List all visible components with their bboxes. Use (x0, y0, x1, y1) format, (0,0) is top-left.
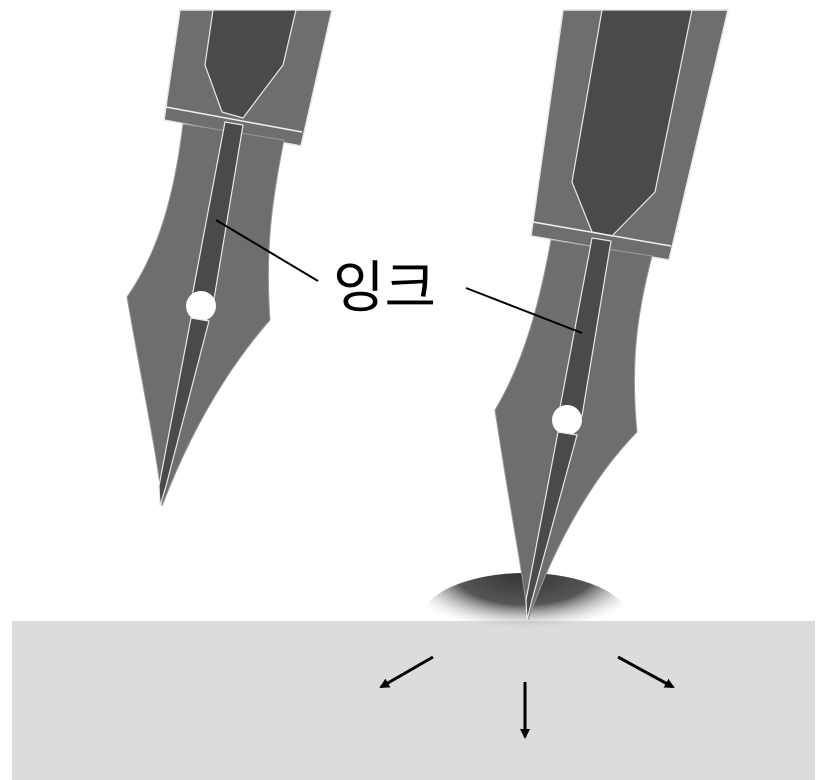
left-pen-barrel-core (204, 9, 297, 119)
left-pen-collar-line (165, 106, 303, 133)
right-pen-collar-line (532, 221, 672, 247)
leader-line-right (465, 287, 583, 334)
arrow-down-right (617, 655, 675, 689)
right-pen (494, 9, 729, 621)
leader-line-left (215, 219, 319, 282)
paper-surface (12, 621, 815, 780)
left-pen (126, 9, 333, 507)
ink-spread-spot (420, 573, 630, 669)
ink-label: 잉크 (333, 256, 436, 321)
right-pen-slit (525, 431, 578, 621)
right-pen-ink-channel (558, 237, 612, 417)
right-pen-breather-hole (552, 405, 582, 435)
arrow-down-left (379, 655, 434, 689)
left-pen-breather-hole (186, 291, 216, 321)
left-pen-slit (158, 317, 210, 507)
